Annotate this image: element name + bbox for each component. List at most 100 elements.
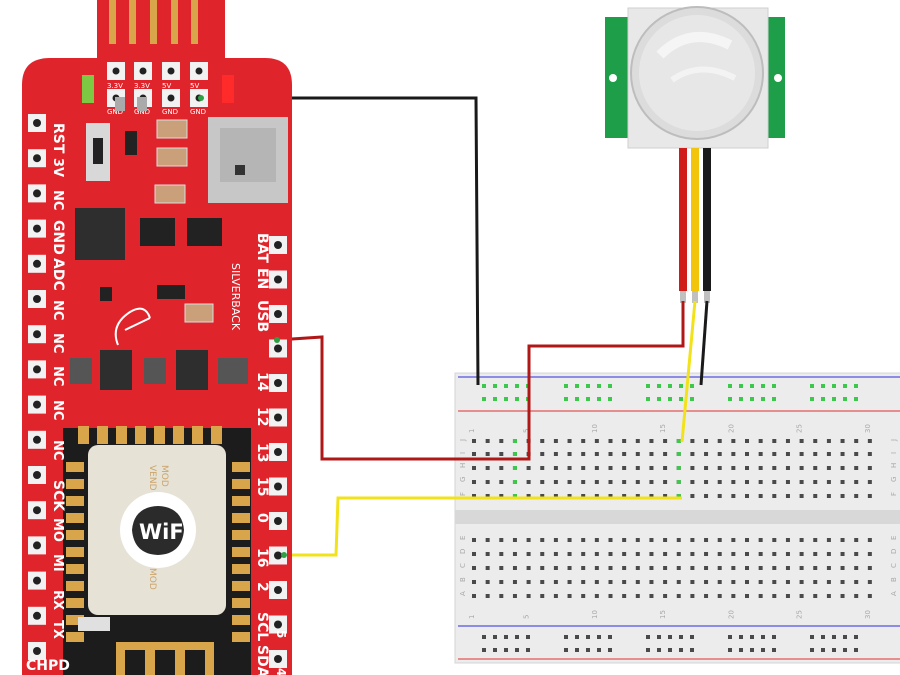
left-pin-label: NC xyxy=(50,190,65,210)
breadboard-hole-active xyxy=(512,480,517,484)
left-pad-hole xyxy=(33,400,41,409)
rail-hole xyxy=(586,397,590,401)
right-pad-hole xyxy=(274,482,282,491)
breadboard-hole xyxy=(649,480,654,484)
module-pin xyxy=(66,479,84,489)
row-letter: G xyxy=(890,477,898,482)
breadboard-hole xyxy=(690,439,695,443)
breadboard-hole xyxy=(717,466,722,470)
rail-hole xyxy=(597,384,601,388)
module-pin xyxy=(66,615,84,625)
ground-wire xyxy=(201,96,480,386)
left-pin-label: TX xyxy=(50,620,65,639)
breadboard-holes xyxy=(472,384,872,652)
rail-hole xyxy=(504,635,508,639)
ground-wire-sensor xyxy=(699,300,709,386)
rail-hole xyxy=(597,397,601,401)
rail-hole xyxy=(821,648,825,652)
breadboard-hole xyxy=(745,480,749,484)
breadboard-hole xyxy=(758,552,763,556)
breadboard-hole xyxy=(731,452,736,456)
breadboard-hole xyxy=(540,480,545,484)
signal-wire xyxy=(284,496,682,557)
breadboard-hole xyxy=(717,594,722,598)
breadboard-hole xyxy=(717,566,722,570)
rail-hole xyxy=(482,648,486,652)
breadboard-hole xyxy=(649,494,654,498)
left-pad-hole xyxy=(33,541,41,550)
breadboard-hole xyxy=(785,466,790,470)
rail-hole xyxy=(657,397,661,401)
breadboard-hole xyxy=(540,538,545,542)
breadboard-hole-active xyxy=(676,494,681,498)
breadboard-hole xyxy=(472,439,476,443)
breadboard-hole xyxy=(704,552,709,556)
rail-hole xyxy=(608,384,612,388)
breadboard-hole xyxy=(649,466,654,470)
breadboard-hole xyxy=(485,452,490,456)
breadboard-hole xyxy=(608,594,613,598)
breadboard-hole xyxy=(854,480,859,484)
rail-hole xyxy=(761,397,765,401)
power-label: 3.3V xyxy=(134,82,150,90)
rail-hole xyxy=(586,635,590,639)
breadboard-hole xyxy=(854,566,859,570)
rail-hole xyxy=(843,635,847,639)
breadboard-hole xyxy=(840,439,845,443)
row-letter: H xyxy=(890,463,898,468)
power-label: 3.3V xyxy=(107,82,123,90)
breadboard-hole xyxy=(772,580,777,584)
rail-hole xyxy=(854,648,858,652)
breadboard-hole xyxy=(840,494,845,498)
rail-hole xyxy=(772,648,776,652)
breadboard-hole xyxy=(540,552,545,556)
breadboard-hole xyxy=(826,594,831,598)
breadboard-hole xyxy=(867,594,872,598)
breadboard-hole xyxy=(854,439,859,443)
column-number: 30 xyxy=(864,424,872,433)
rail-hole xyxy=(832,384,836,388)
breadboard-hole xyxy=(649,594,654,598)
module-pin xyxy=(66,564,84,574)
breadboard-hole xyxy=(485,594,490,598)
left-pin-label: RST xyxy=(50,123,66,154)
breadboard-hole xyxy=(731,466,736,470)
brand-label: SILVERBACK xyxy=(229,263,242,331)
rail-hole xyxy=(526,635,530,639)
right-pad-hole xyxy=(274,551,282,560)
breadboard-hole xyxy=(526,580,531,584)
rail-hole xyxy=(761,384,765,388)
breadboard-hole xyxy=(745,452,749,456)
right-pin-label: 0 xyxy=(254,513,270,523)
breadboard-hole xyxy=(813,552,818,556)
breadboard-hole xyxy=(840,580,845,584)
gnd-label: GND xyxy=(162,108,178,116)
rail-hole xyxy=(679,635,683,639)
breadboard-hole xyxy=(581,552,586,556)
right-pin-label: 13 xyxy=(254,443,270,462)
breadboard-hole xyxy=(704,580,709,584)
right-pad-hole xyxy=(274,448,282,456)
breadboard-hole xyxy=(567,466,572,470)
breadboard-hole xyxy=(581,538,586,542)
breadboard-hole xyxy=(499,538,504,542)
pir-sensor xyxy=(605,6,785,303)
rail-hole xyxy=(482,635,486,639)
wifi-logo-mark xyxy=(120,492,196,568)
right-pin-label: 16 xyxy=(254,548,270,567)
wires xyxy=(201,96,709,557)
breadboard-hole xyxy=(499,480,504,484)
breadboard-hole xyxy=(745,580,749,584)
breadboard-hole xyxy=(581,494,586,498)
breadboard-hole xyxy=(581,439,586,443)
rail-hole xyxy=(493,648,497,652)
rail-hole xyxy=(504,384,508,388)
breadboard-hole xyxy=(704,439,709,443)
breadboard-hole xyxy=(581,466,586,470)
breadboard-hole xyxy=(567,452,572,456)
breadboard-hole xyxy=(594,552,599,556)
rail-hole xyxy=(504,648,508,652)
row-letter: E xyxy=(890,536,898,540)
